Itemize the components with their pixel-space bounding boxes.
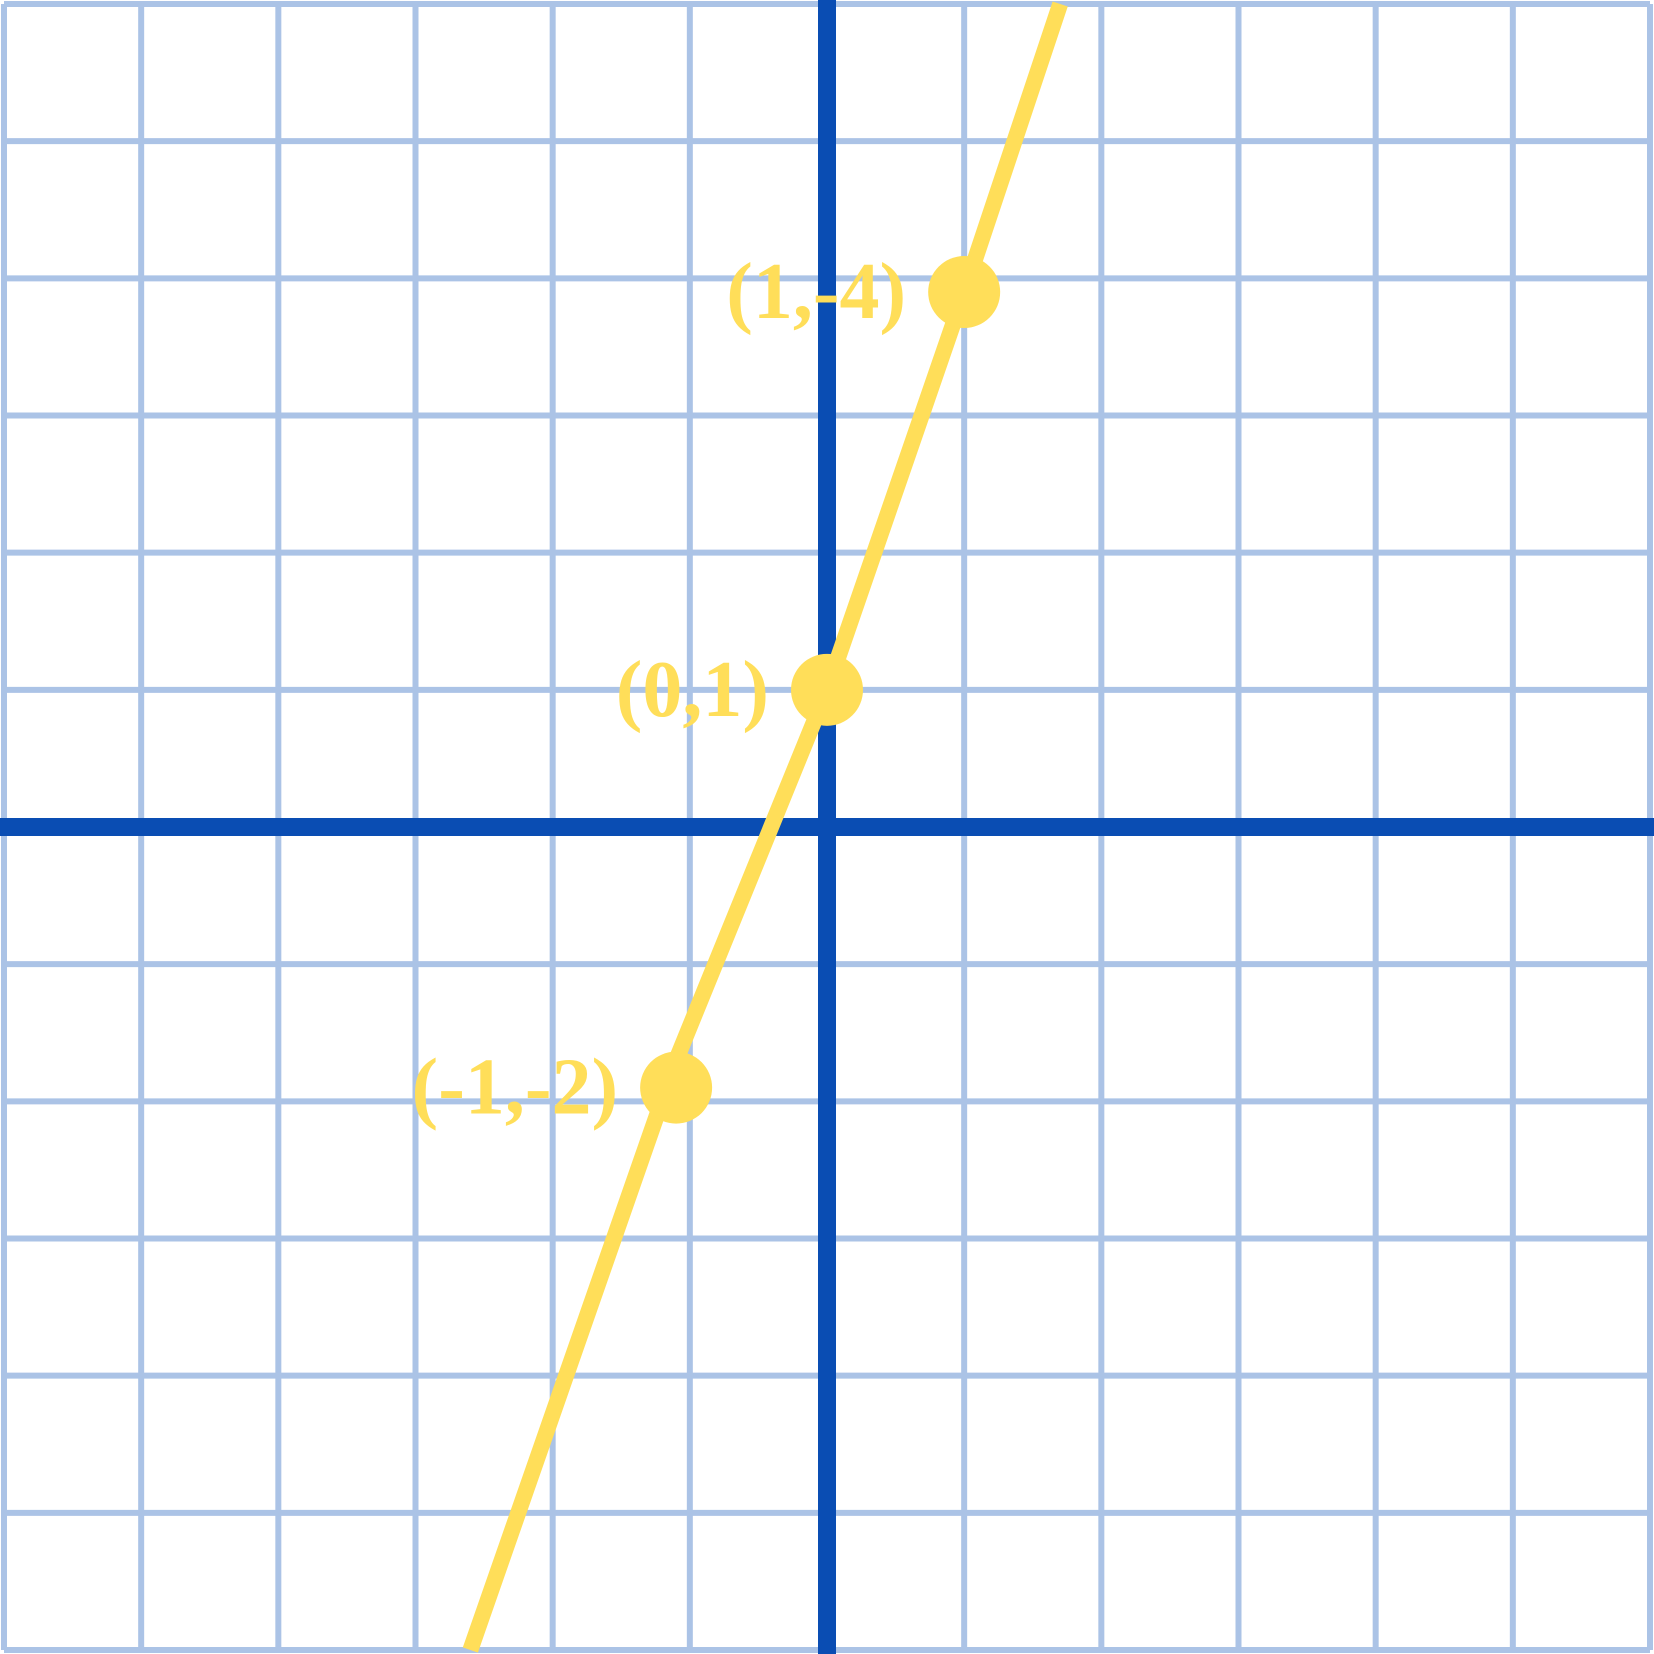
data-point-label: (1,-4) [726,248,906,336]
points [640,256,1001,1124]
data-point [791,653,863,726]
data-point-label: (0,1) [616,646,769,734]
data-point-label: (-1,-2) [412,1044,619,1132]
point-labels: (1,-4) (0,1) (-1,-2) [412,248,907,1132]
data-point [640,1051,713,1124]
data-point [928,256,1001,329]
